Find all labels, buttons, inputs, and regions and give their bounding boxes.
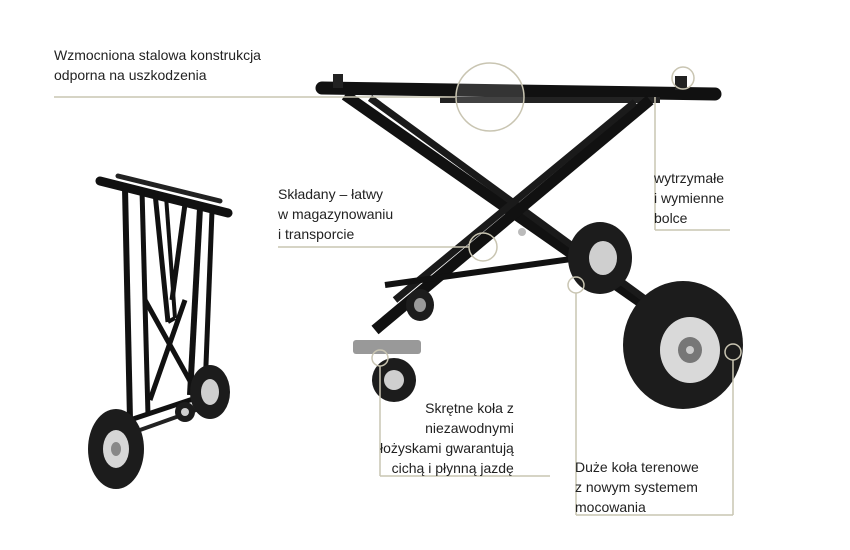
callout-big-wheels-line-2: z nowym systemem: [575, 479, 698, 495]
callout-frame-line-2: odporna na uszkodzenia: [54, 67, 207, 83]
callout-swivel-wheels-line-1: Skrętne koła z: [425, 400, 514, 416]
callout-swivel-wheels-line-4: cichą i płynną jazdę: [391, 460, 514, 476]
callout-frame-line-1: Wzmocniona stalowa konstrukcja: [54, 47, 261, 63]
callout-big-wheels-line-1: Duże koła terenowe: [575, 459, 699, 475]
callout-swivel-wheels-line-2: niezawodnymi: [425, 420, 514, 436]
callout-bolts-line-1: wytrzymałe: [654, 170, 725, 186]
callout-big-wheels-line-3: mocowania: [575, 499, 646, 515]
callout-folding: Składany – łatwy w magazynowaniu i trans…: [278, 184, 393, 244]
callout-bolts-line-3: bolce: [654, 210, 688, 226]
callout-frame: Wzmocniona stalowa konstrukcja odporna n…: [54, 45, 261, 85]
callout-folding-line-2: w magazynowaniu: [278, 206, 394, 222]
callout-swivel-wheels-line-3: łożyskami gwarantują: [380, 440, 514, 456]
callout-folding-line-1: Składany – łatwy: [278, 186, 384, 202]
callout-leaders: [54, 62, 742, 516]
callout-swivel-wheels: Skrętne koła z niezawodnymi łożyskami gw…: [380, 398, 514, 478]
open-stand: [315, 74, 743, 409]
callout-bolts-line-2: i wymienne: [654, 190, 725, 206]
callout-folding-line-3: i transporcie: [278, 226, 355, 242]
folded-stand: [88, 173, 233, 489]
callout-bolts: wytrzymałe i wymienne bolce: [654, 168, 724, 228]
callout-big-wheels: Duże koła terenowe z nowym systemem moco…: [575, 457, 699, 517]
